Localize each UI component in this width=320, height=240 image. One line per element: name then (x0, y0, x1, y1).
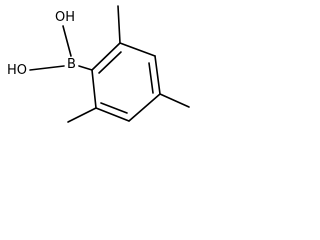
bond-ring-c5-c6 (95, 107, 130, 122)
bond-ring-c1-c2 (91, 42, 121, 71)
double-bond-inner-3 (100, 102, 128, 114)
methyl-bond-right (159, 93, 190, 108)
bond-b-ring (78, 65, 93, 71)
atom-label-ho-bottom: HO (7, 63, 27, 78)
bond-ring-c4-c5 (128, 93, 161, 122)
bond-b-oh-bottom (29, 65, 65, 71)
molecule-diagram: OH B HO (7, 5, 190, 123)
methyl-bond-top (117, 5, 121, 44)
atom-label-oh-top: OH (55, 10, 75, 25)
double-bond-inner-1 (98, 51, 122, 74)
atom-label-boron: B (67, 57, 76, 72)
bond-ring-c6-c1 (91, 69, 97, 109)
methyl-bond-bottom-left (67, 107, 97, 123)
bond-ring-c2-c3 (119, 42, 156, 57)
bond-ring-c3-c4 (154, 55, 161, 95)
double-bond-inner-2 (148, 62, 154, 94)
bond-b-oh-top (62, 25, 72, 57)
